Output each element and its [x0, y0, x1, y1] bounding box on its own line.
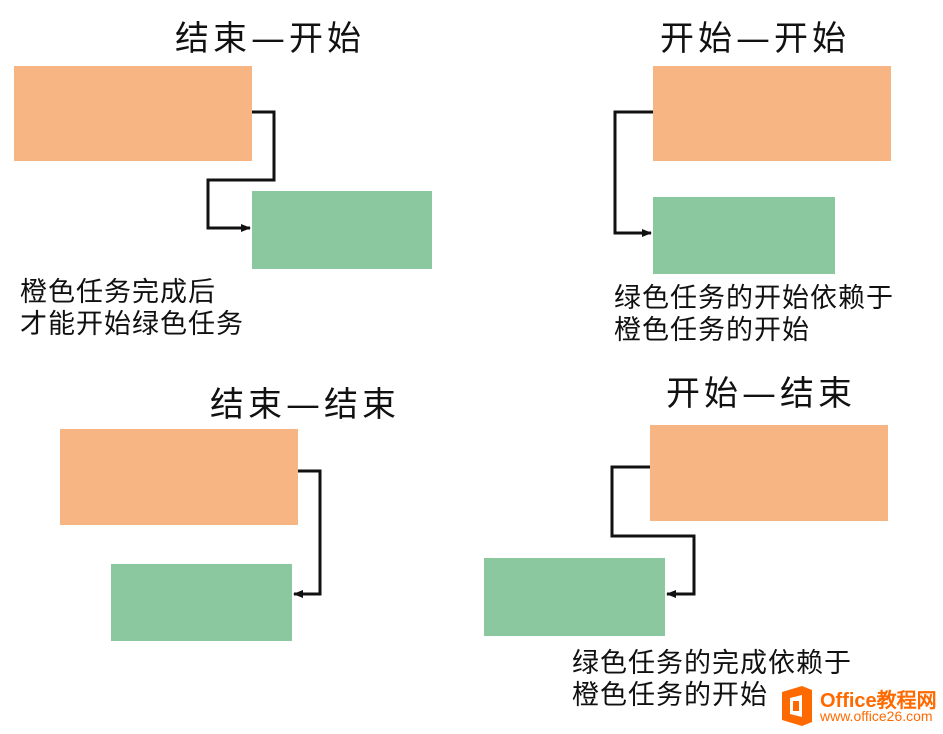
orange-task-bar [650, 425, 888, 521]
panel-description-line: 才能开始绿色任务 [20, 309, 244, 340]
office-logo-icon [782, 686, 812, 726]
orange-task-bar [60, 429, 298, 525]
green-task-bar [653, 197, 835, 274]
green-task-bar [111, 564, 292, 641]
green-task-bar [484, 558, 665, 636]
orange-task-bar [14, 66, 252, 161]
panel-description-line: 橙色任务完成后 [20, 277, 216, 308]
watermark-logo: Office教程网 www.office26.com [776, 678, 943, 734]
panel-title-start-finish: 开始—结束 [666, 374, 856, 414]
panel-description-line: 橙色任务的开始 [614, 315, 810, 346]
panel-title-start-start: 开始—开始 [660, 19, 850, 59]
green-task-bar [252, 191, 432, 269]
panel-title-finish-start: 结束—开始 [175, 19, 365, 59]
panel-title-finish-finish: 结束—结束 [210, 385, 400, 425]
panel-description-line: 绿色任务的完成依赖于 [572, 648, 852, 679]
orange-task-bar [653, 66, 891, 161]
watermark-url: www.office26.com [820, 708, 933, 724]
panel-description-line: 绿色任务的开始依赖于 [614, 283, 894, 314]
start-start-arrow [613, 110, 653, 237]
watermark-text: Office教程网 [820, 690, 937, 712]
panel-description-line: 橙色任务的开始 [572, 680, 768, 711]
